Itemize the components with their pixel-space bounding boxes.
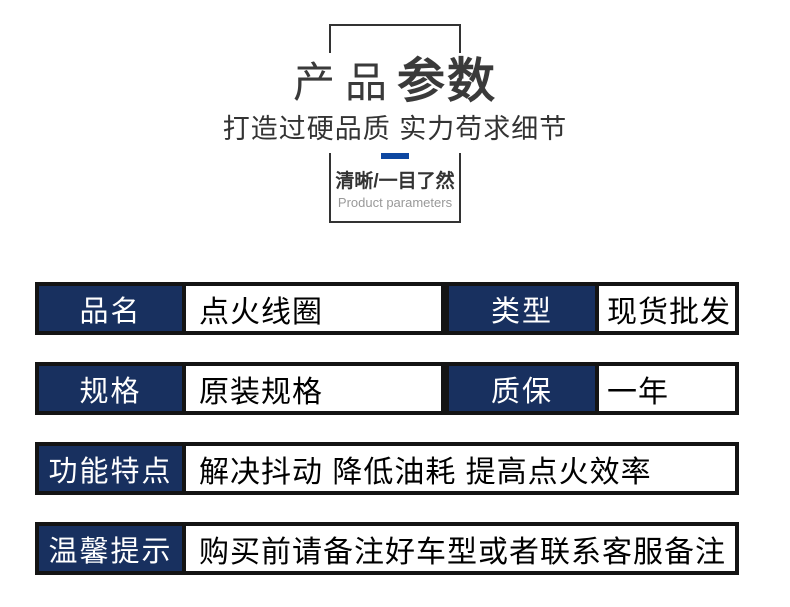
spec-row-1: 品名 点火线圈 类型 现货批发 [35, 282, 739, 335]
spec-value-type: 现货批发 [599, 286, 735, 331]
page-title-bold: 参数 [397, 55, 498, 108]
page-subtitle: 打造过硬品质 实力苟求细节 [222, 114, 568, 144]
accent-dash-decoration [381, 153, 409, 159]
spec-cell-features: 功能特点 解决抖动 降低油耗 提高点火效率 [35, 442, 739, 495]
header: 产品参数 打造过硬品质 实力苟求细节 清晰/一目了然 Product param… [0, 24, 790, 223]
spec-value-features: 解决抖动 降低油耗 提高点火效率 [186, 446, 735, 491]
spec-cell-specification: 规格 原装规格 [35, 362, 445, 415]
info-box-title: 清晰/一目了然 [335, 171, 455, 192]
spec-cell-type: 类型 现货批发 [445, 282, 739, 335]
info-box-subtitle-en: Product parameters [337, 195, 453, 210]
spec-label-specification: 规格 [39, 366, 186, 411]
spec-label-warranty: 质保 [449, 366, 599, 411]
spec-label-features: 功能特点 [39, 446, 186, 491]
spec-cell-warranty: 质保 一年 [445, 362, 739, 415]
spec-row-3: 功能特点 解决抖动 降低油耗 提高点火效率 [35, 442, 739, 495]
spec-label-reminder: 温馨提示 [39, 526, 186, 571]
spec-row-2: 规格 原装规格 质保 一年 [35, 362, 739, 415]
spec-value-product-name: 点火线圈 [186, 286, 441, 331]
spec-label-product-name: 品名 [39, 286, 186, 331]
title-bracket-decoration [329, 24, 461, 53]
page-title: 产品参数 [0, 56, 790, 110]
spec-label-type: 类型 [449, 286, 599, 331]
header-info-box: 清晰/一目了然 Product parameters [329, 153, 461, 223]
spec-value-reminder: 购买前请备注好车型或者联系客服备注 [186, 526, 735, 571]
spec-value-specification: 原装规格 [186, 366, 441, 411]
spec-cell-reminder: 温馨提示 购买前请备注好车型或者联系客服备注 [35, 522, 739, 575]
page-title-light: 产品 [292, 59, 397, 106]
spec-cell-product-name: 品名 点火线圈 [35, 282, 445, 335]
spec-table: 品名 点火线圈 类型 现货批发 规格 原装规格 质保 一年 功能特点 解决抖动 … [35, 282, 739, 575]
spec-value-warranty: 一年 [599, 366, 735, 411]
spec-row-4: 温馨提示 购买前请备注好车型或者联系客服备注 [35, 522, 739, 575]
